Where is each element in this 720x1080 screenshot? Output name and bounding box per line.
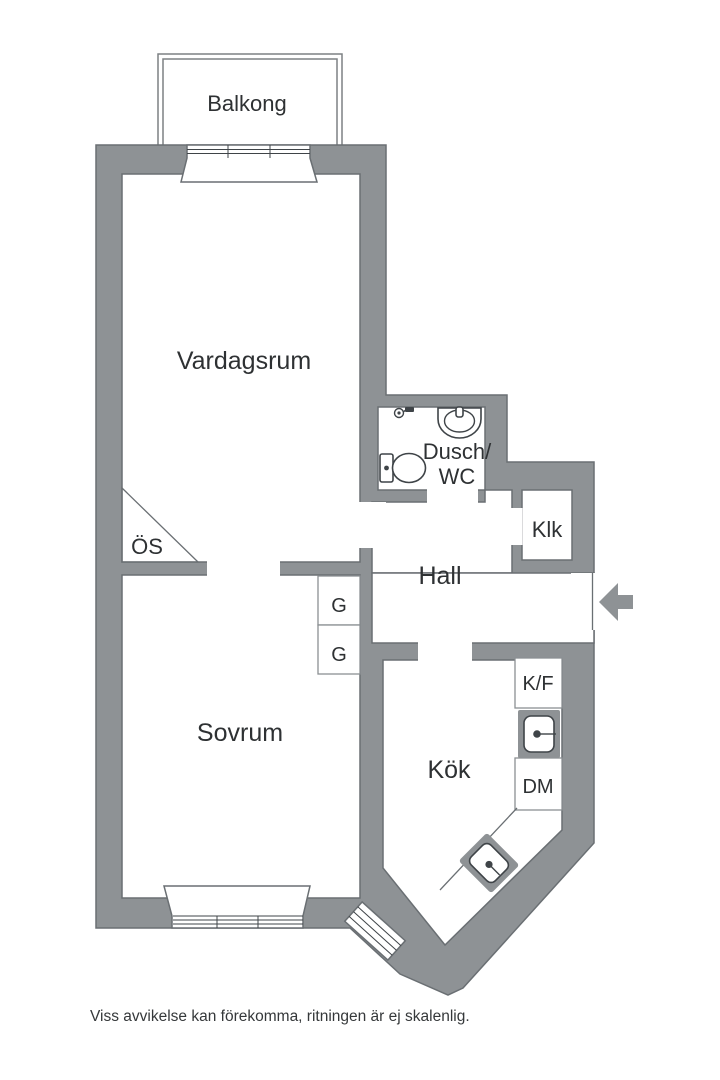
sink-icon: [437, 406, 482, 439]
room-label-vardagsrum: Vardagsrum: [177, 347, 311, 375]
door-klk: [511, 508, 523, 545]
kitchen-sink-diagonal-icon: [459, 833, 519, 893]
sovrum-window: [163, 885, 311, 929]
label-wardrobe-bottom: G: [331, 644, 347, 666]
room-label-balkong: Balkong: [207, 91, 287, 116]
fridge-freezer-box: [514, 657, 563, 709]
dishwasher-box: [514, 757, 563, 811]
balcony-window-stripes: [187, 145, 310, 158]
label-fridge-freezer: K/F: [522, 673, 553, 695]
door-kok: [418, 642, 472, 661]
room-label-wc: WC: [439, 464, 476, 489]
door-entrance-opening: [571, 573, 596, 630]
room-label-klk: Klk: [532, 517, 564, 542]
kok-window: [343, 900, 407, 962]
kitchen-sink-icon: [518, 710, 560, 758]
fireplace-triangle: [121, 486, 200, 563]
entrance-arrow-icon: [599, 583, 633, 621]
door-bathroom: [427, 489, 478, 504]
door-vardagsrum-sovrum: [207, 561, 280, 577]
room-klk-floor: [521, 489, 573, 561]
room-hall-strip-floor: [371, 572, 595, 644]
balcony-door-window: [180, 144, 318, 183]
room-label-hall: Hall: [418, 562, 461, 590]
room-label-dusch: Dusch/: [423, 439, 492, 464]
label-wardrobe-top: G: [331, 595, 347, 617]
label-dishwasher: DM: [522, 776, 553, 798]
sovrum-window-stripes: [173, 915, 303, 928]
room-label-sovrum: Sovrum: [197, 719, 283, 747]
room-vardagsrum-floor: [121, 173, 361, 563]
wardrobe-box-top: [317, 575, 361, 626]
room-label-kok: Kök: [427, 756, 471, 784]
toilet-icon: [379, 452, 427, 484]
label-fireplace-os: ÖS: [131, 534, 163, 559]
wardrobe-box-bottom: [317, 624, 361, 675]
shower-icon: [393, 407, 414, 419]
door-vardagsrum-hall: [359, 502, 386, 548]
disclaimer-text: Viss avvikelse kan förekomma, ritningen …: [90, 1008, 470, 1025]
